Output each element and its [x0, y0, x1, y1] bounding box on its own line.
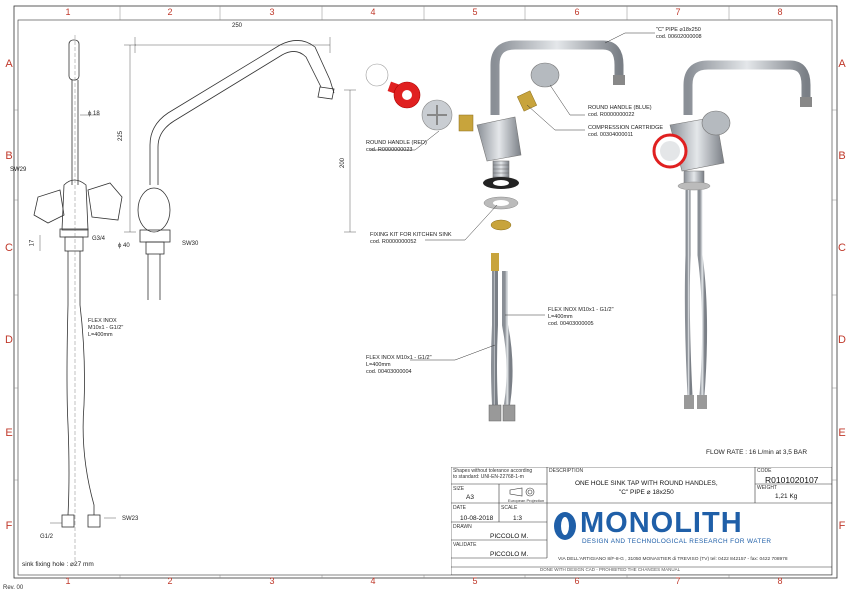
grid-col-3-bottom: 3 [269, 576, 275, 586]
projection-symbol-icon [509, 487, 535, 497]
grid-col-1: 1 [65, 7, 71, 17]
grid-row-d-right: D [838, 334, 846, 346]
grid-row-c: C [5, 242, 13, 254]
diameter-18-label: ϕ 18 [88, 111, 100, 117]
code-label: CODE [757, 468, 772, 474]
size-label: SIZE [453, 486, 465, 492]
grid-col-8-bottom: 8 [777, 576, 783, 586]
grid-row-b-right: B [838, 150, 846, 162]
monolith-drop-icon [554, 512, 576, 540]
grid-col-4: 4 [370, 7, 376, 17]
size-value: A3 [466, 494, 474, 501]
grid-row-a: A [5, 58, 13, 70]
date-value: 10-08-2018 [460, 515, 494, 522]
front-flex-label: FLEX INOX M10x1 - G1/2" L=400mm [88, 318, 124, 338]
blue-handle-icon [530, 62, 560, 88]
grid-col-5: 5 [472, 7, 478, 17]
grid-col-7-bottom: 7 [675, 576, 681, 586]
callout-c-pipe: "C" PIPE ⌀18x250 cod. 00602000008 [656, 27, 702, 40]
weight-label: WEIGHT [757, 485, 777, 491]
g34-label: G3/4 [92, 236, 106, 242]
validate-value: PICCOLO M. [490, 551, 529, 558]
callout-flex-right: FLEX INOX M10x1 - G1/2" L=400mm cod. 004… [548, 307, 614, 327]
assembled-view-drawing [652, 60, 812, 409]
grid-row-c-right: C [838, 242, 846, 254]
company-address: VIA DELL'ARTIGIANO 8/F-8-G , 31050 MONAS… [558, 557, 788, 562]
callout-fixing-kit: FIXING KIT FOR KITCHEN SINK cod. R000000… [370, 232, 452, 245]
scale-value: 1:3 [513, 515, 523, 522]
exploded-view-drawing [365, 32, 655, 422]
diameter-40-label: ϕ 40 [118, 243, 130, 249]
grid-row-a-right: A [838, 58, 846, 70]
grid-row-f: F [5, 520, 13, 532]
code-value: R0101020107 [765, 475, 819, 485]
projection-label: European Projection [508, 498, 545, 503]
grid-row-f-right: F [838, 520, 846, 532]
scale-label: SCALE [501, 505, 518, 511]
grid-row-d: D [5, 334, 13, 346]
dim-200-label: 200 [340, 157, 347, 169]
description-label: DESCRIPTION [549, 468, 584, 474]
grid-col-1-bottom: 1 [65, 576, 71, 586]
grid-row-b: B [5, 150, 13, 162]
drawn-value: PICCOLO M. [490, 533, 529, 540]
front-view-drawing [33, 35, 123, 565]
grid-col-7: 7 [675, 7, 681, 17]
grid-row-e-right: E [838, 427, 846, 439]
tolerance-note: Shapes without tolerance according to st… [453, 468, 533, 480]
sw23-label: SW23 [122, 516, 139, 522]
sw30-label: SW30 [182, 241, 199, 247]
drawn-label: DRAWN [453, 524, 472, 530]
white-cap-icon [365, 63, 389, 87]
brand-tagline: DESIGN AND TECHNOLOGICAL RESEARCH FOR WA… [582, 538, 772, 545]
callout-compression-cartridge: COMPRESSION CARTRIDGE cod. 00304000011 [588, 125, 664, 138]
validate-label: VALIDATE [453, 542, 477, 548]
grid-col-2: 2 [167, 7, 173, 17]
title-block [451, 467, 832, 575]
sw29-label: SW29 [10, 167, 27, 173]
dim-225-label: 225 [118, 130, 125, 142]
grid-col-6: 6 [574, 7, 580, 17]
grid-col-2-bottom: 2 [167, 576, 173, 586]
grid-col-4-bottom: 4 [370, 576, 376, 586]
brand-name: MONOLITH [580, 507, 743, 539]
callout-round-handle-blue: ROUND HANDLE (BLUE) cod. R0000000022 [588, 105, 652, 118]
side-view-drawing [124, 37, 356, 300]
grid-col-8: 8 [777, 7, 783, 17]
grid-col-5-bottom: 5 [472, 576, 478, 586]
description-value: ONE HOLE SINK TAP WITH ROUND HANDLES, "C… [575, 480, 718, 496]
grid-col-6-bottom: 6 [574, 576, 580, 586]
callout-flex-left: FLEX INOX M10x1 - G1/2" L=400mm cod. 004… [366, 355, 432, 375]
weight-value: 1,21 Kg [775, 493, 798, 500]
sink-hole-label: sink fixing hole : ⌀27 mm [22, 561, 94, 568]
pipe-aerator [613, 75, 625, 85]
dim-17-label: 17 [29, 239, 36, 247]
grid-row-e: E [5, 427, 13, 439]
date-label: DATE [453, 505, 466, 511]
revision-label: Rev. 00 [3, 585, 24, 591]
dim-250-label: 250 [232, 23, 243, 29]
callout-round-handle-red: ROUND HANDLE (RED) cod. R0000000023 [366, 140, 427, 153]
g12-label: G1/2 [40, 534, 54, 540]
title-block-footer: DONE WITH DESIGN CAD - PROHIBITED THE CH… [540, 567, 681, 572]
flow-rate-label: FLOW RATE : 16 L/min at 3,5 BAR [706, 449, 808, 456]
grid-col-3: 3 [269, 7, 275, 17]
